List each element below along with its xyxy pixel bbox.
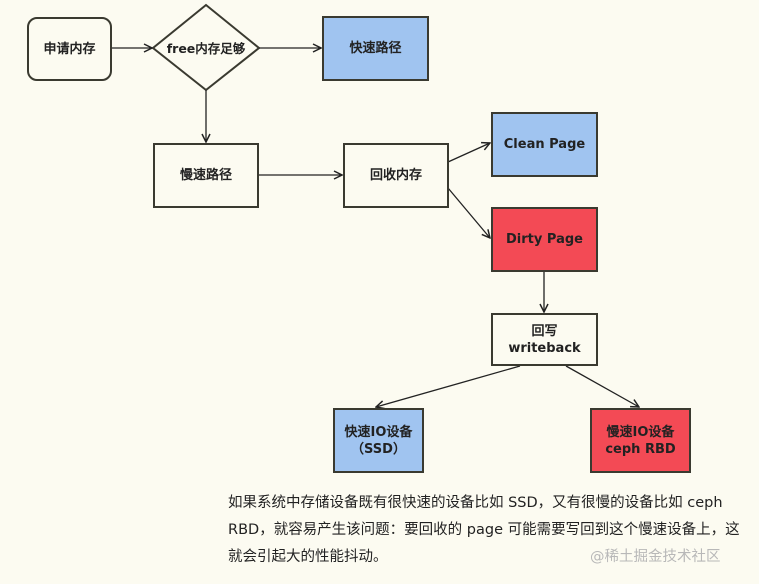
node-label: 慢速路径 — [179, 168, 232, 183]
node-fast-io: 快速IO设备（SSD） — [333, 408, 424, 473]
watermark: @稀土掘金技术社区 — [590, 549, 721, 565]
node-reclaim: 回收内存 — [343, 143, 449, 208]
caption-text: 如果系统中存储设备既有很快速的设备比如 SSD，又有很慢的设备比如 ceph R… — [228, 495, 740, 565]
node-dirty-page: Dirty Page — [491, 207, 598, 272]
decision-label: free内存足够 — [166, 41, 246, 56]
node-label: 快速IO设备 — [344, 424, 413, 440]
arrow-reclaim-clean — [447, 143, 490, 163]
node-fast-path: 快速路径 — [322, 16, 429, 81]
arrow-writeback-slowio — [565, 365, 639, 407]
node-label: 回写 — [531, 323, 558, 339]
node-label: 慢速IO设备 — [606, 424, 675, 440]
node-label: 快速路径 — [349, 41, 402, 56]
node-label: writeback — [508, 340, 581, 356]
node-label: （SSD） — [351, 441, 406, 457]
node-request: 申请内存 — [27, 17, 112, 81]
node-label: Clean Page — [503, 137, 586, 152]
node-slow-path: 慢速路径 — [153, 143, 259, 208]
arrow-writeback-fastio — [376, 365, 521, 407]
node-label: ceph RBD — [605, 441, 676, 457]
node-clean-page: Clean Page — [491, 112, 598, 177]
node-label: Dirty Page — [506, 232, 583, 247]
node-label: 回收内存 — [369, 168, 422, 183]
arrow-reclaim-dirty — [447, 187, 490, 238]
node-label: 申请内存 — [43, 41, 96, 57]
